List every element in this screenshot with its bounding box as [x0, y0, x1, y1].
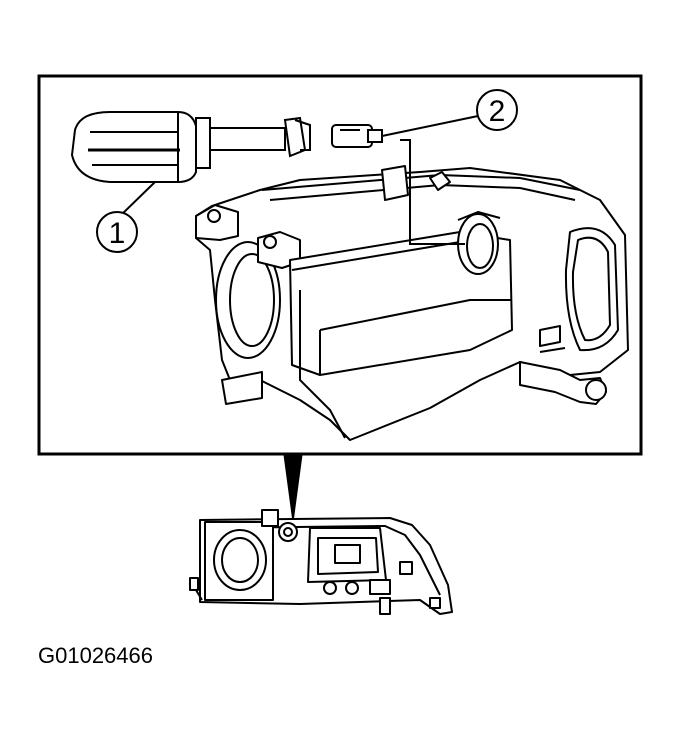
leader-line-socket — [400, 139, 465, 245]
callout-number-1: 1 — [109, 217, 126, 250]
headlamp-assembly-overview — [189, 509, 453, 615]
headlamp-bulb — [70, 111, 311, 183]
callout-circle-1 — [96, 211, 138, 253]
leader-line-2 — [381, 115, 479, 137]
headlamp-housing-detail — [195, 165, 629, 441]
parking-lamp-bulb — [331, 124, 383, 148]
leader-lines — [117, 115, 479, 245]
leader-line-1 — [117, 181, 156, 219]
callout-number-2: 2 — [489, 95, 506, 128]
figure-id: G01026466 — [38, 643, 153, 668]
callout-2: 2 — [476, 89, 518, 131]
pointer-arrow — [283, 454, 303, 523]
callout-1: 1 — [96, 211, 138, 253]
detail-view: 1 2 — [37, 74, 643, 456]
callout-circle-2 — [476, 89, 518, 131]
